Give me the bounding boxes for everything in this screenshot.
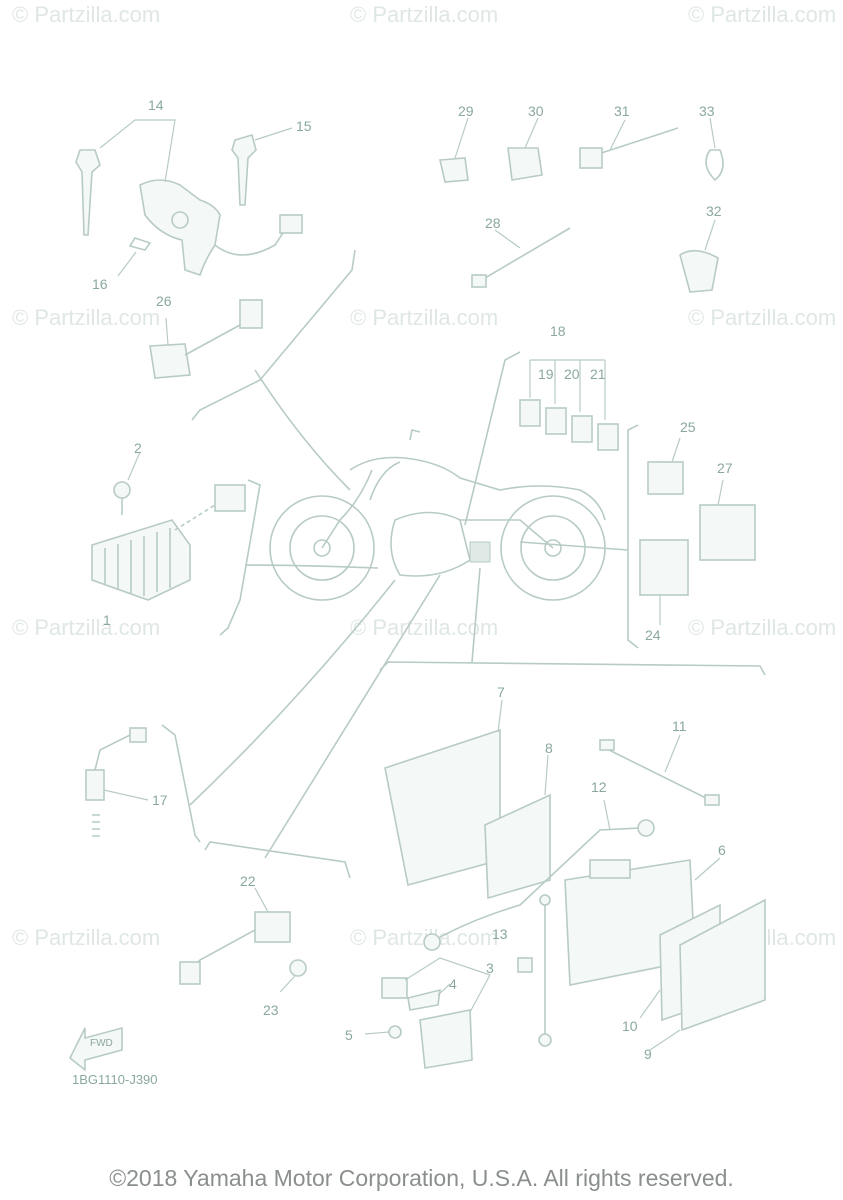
- battery: [564, 857, 766, 1051]
- watermark: © Partzilla.com: [12, 925, 161, 950]
- diagram-code: 1BG1110-J390: [72, 1072, 158, 1087]
- ecu-location-marker: [469, 541, 491, 563]
- watermark: © Partzilla.com: [688, 305, 837, 330]
- watermark: © Partzilla.com: [12, 305, 161, 330]
- part-22-switch: [179, 887, 307, 993]
- callout-20: 20: [564, 366, 580, 382]
- callout-2: 2: [134, 440, 142, 456]
- cable-ties-group: [439, 117, 724, 293]
- callout-30: 30: [528, 103, 544, 119]
- part-1-rectifier: [91, 451, 246, 601]
- callout-15: 15: [296, 118, 312, 134]
- fwd-label: FWD: [90, 1038, 113, 1049]
- main-switch-group: [75, 119, 303, 277]
- callout-12: 12: [591, 779, 607, 795]
- watermark: © Partzilla.com: [350, 305, 499, 330]
- callout-23: 23: [263, 1002, 279, 1018]
- part-12-lead: [423, 799, 655, 951]
- fuse-set: [519, 359, 619, 451]
- callout-17: 17: [152, 792, 168, 808]
- copyright-notice: ©2018 Yamaha Motor Corporation, U.S.A. A…: [109, 1165, 734, 1191]
- callout-3: 3: [486, 960, 494, 976]
- fwd-arrow-icon: [68, 1026, 123, 1072]
- starter-relay-group: [364, 957, 491, 1069]
- callout-8: 8: [545, 740, 553, 756]
- watermark: © Partzilla.com: [350, 2, 499, 27]
- callout-19: 19: [538, 366, 554, 382]
- callout-25: 25: [680, 419, 696, 435]
- callout-9: 9: [644, 1046, 652, 1062]
- battery-box: [384, 699, 551, 900]
- group-brackets: [161, 249, 766, 879]
- callout-5: 5: [345, 1027, 353, 1043]
- callout-6: 6: [718, 842, 726, 858]
- callout-13: 13: [492, 926, 508, 942]
- callout-21: 21: [590, 366, 606, 382]
- watermark: © Partzilla.com: [12, 615, 161, 640]
- callout-32: 32: [706, 203, 722, 219]
- part-26-relay: [149, 299, 263, 379]
- watermark: © Partzilla.com: [12, 2, 161, 27]
- watermark: © Partzilla.com: [688, 2, 837, 27]
- callout-27: 27: [717, 460, 733, 476]
- callout-16: 16: [92, 276, 108, 292]
- callout-1: 1: [103, 612, 111, 628]
- callout-10: 10: [622, 1018, 638, 1034]
- callout-14: 14: [148, 97, 164, 113]
- callout-28: 28: [485, 215, 501, 231]
- callout-11: 11: [672, 718, 687, 734]
- callout-29: 29: [458, 103, 474, 119]
- motorcycle-outline: [269, 429, 606, 601]
- callout-26: 26: [156, 293, 172, 309]
- part-17-sensor: [85, 727, 149, 837]
- callout-24: 24: [645, 627, 661, 643]
- callout-4: 4: [449, 976, 457, 992]
- watermark: © Partzilla.com: [688, 615, 837, 640]
- callout-18: 18: [550, 323, 566, 339]
- callout-22: 22: [240, 873, 256, 889]
- callout-31: 31: [614, 103, 630, 119]
- part-11-band: [599, 734, 720, 806]
- relay-group: [639, 437, 756, 625]
- part-13-lead: [517, 894, 552, 1047]
- callout-7: 7: [497, 684, 505, 700]
- callout-33: 33: [699, 103, 715, 119]
